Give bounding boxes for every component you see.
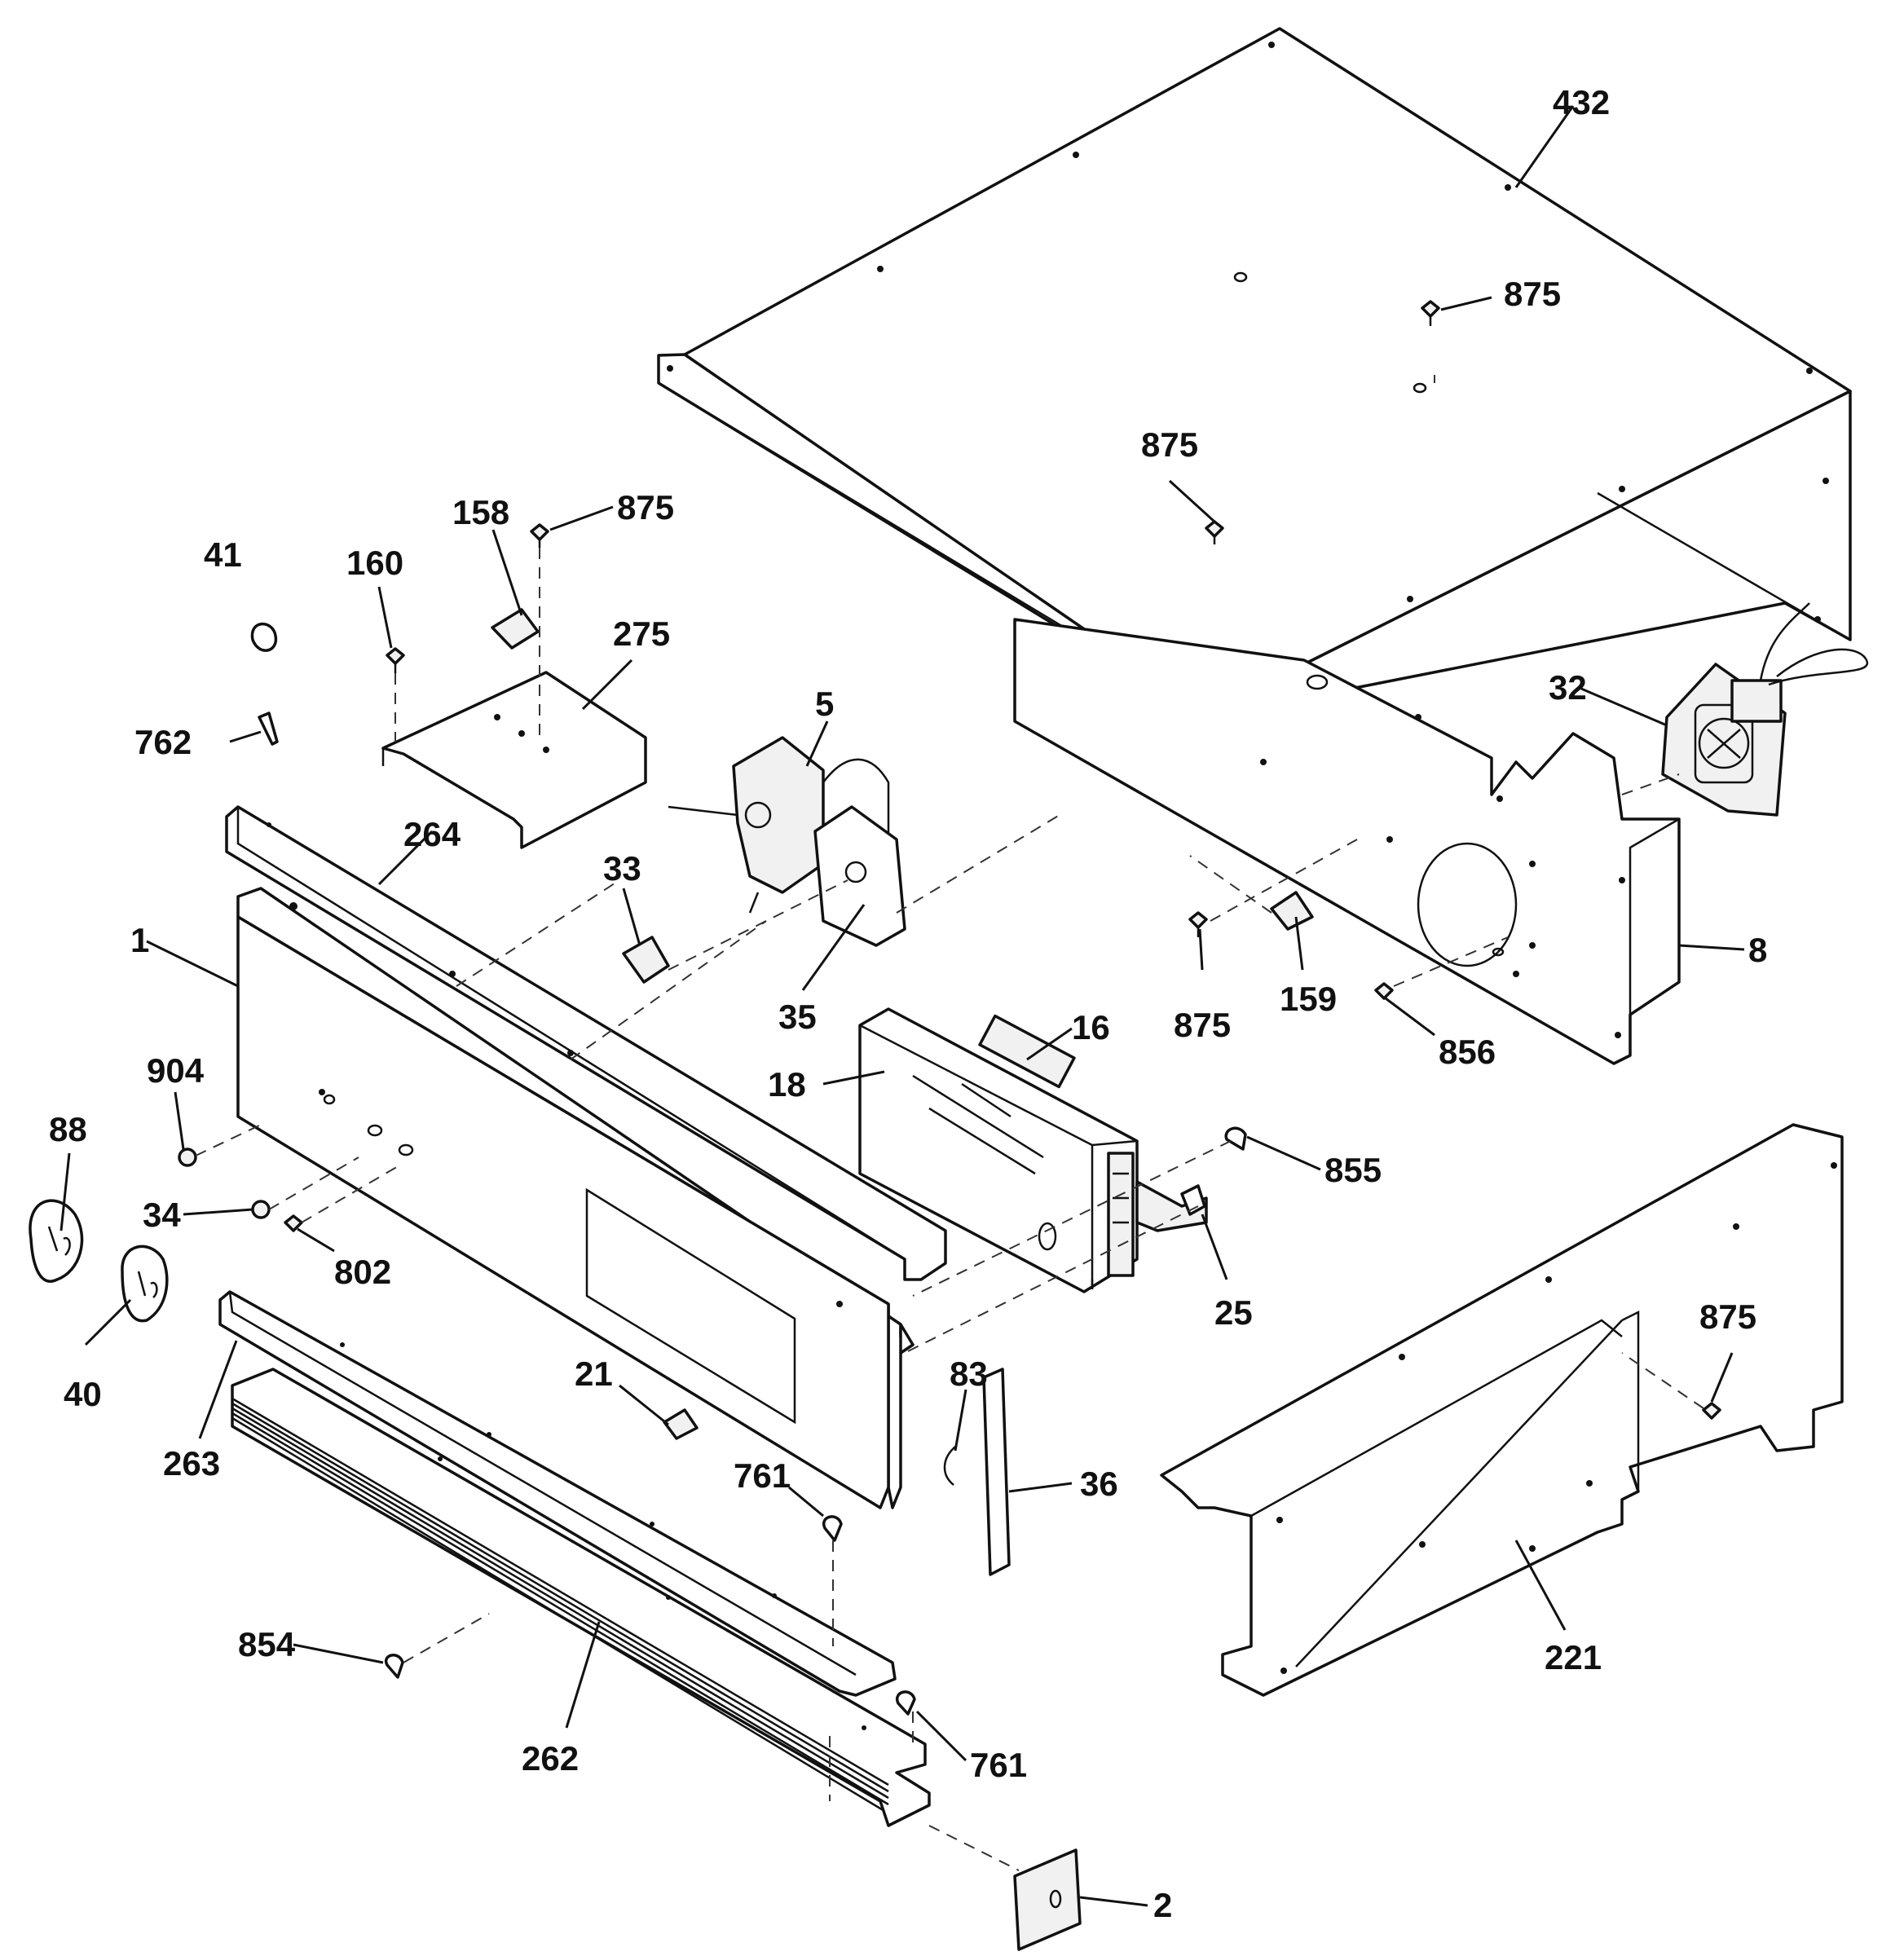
callout-762: 762 <box>134 723 192 761</box>
callout-264: 264 <box>403 815 461 853</box>
assembly-lines <box>195 375 1704 1871</box>
vent-grille-262 <box>231 1368 931 1827</box>
callout-761-top: 761 <box>734 1456 791 1495</box>
knob-40 <box>121 1245 169 1323</box>
callout-16: 16 <box>1072 1008 1110 1046</box>
callout-855: 855 <box>1324 1151 1382 1189</box>
callout-18: 18 <box>768 1065 806 1104</box>
callout-854: 854 <box>238 1625 296 1663</box>
screw-875-bracket <box>530 523 549 548</box>
callout-875-right: 875 <box>1699 1297 1756 1336</box>
screw-160 <box>386 647 405 673</box>
callout-8: 8 <box>1748 931 1767 969</box>
callout-263: 263 <box>163 1444 220 1482</box>
screw-802 <box>284 1214 303 1232</box>
screw-875-right <box>1702 1402 1721 1420</box>
screw-856 <box>1374 982 1394 1000</box>
callout-875-center: 875 <box>1141 425 1198 464</box>
timer-35 <box>813 805 906 947</box>
screw-904 <box>178 1148 197 1167</box>
screw-875-top <box>1421 300 1440 326</box>
callout-160: 160 <box>346 544 403 582</box>
callout-32: 32 <box>1549 668 1587 707</box>
callout-221: 221 <box>1545 1638 1602 1676</box>
screw-761-bottom <box>895 1690 916 1716</box>
trim-strip-36 <box>982 1368 1011 1576</box>
callout-40: 40 <box>64 1375 102 1413</box>
callout-33: 33 <box>603 849 641 888</box>
callout-21: 21 <box>575 1355 613 1393</box>
knob-88 <box>29 1199 84 1283</box>
thermostat-158 <box>491 608 540 650</box>
callout-41: 41 <box>204 535 242 574</box>
switch-33 <box>622 936 670 984</box>
fan-assembly-32 <box>1661 602 1869 817</box>
screw-855 <box>1224 1126 1247 1151</box>
callout-262: 262 <box>522 1739 579 1778</box>
callout-159: 159 <box>1280 980 1337 1018</box>
callout-761-bottom: 761 <box>970 1746 1027 1784</box>
callout-36: 36 <box>1080 1465 1118 1503</box>
callout-158: 158 <box>452 493 509 531</box>
thermostat-159 <box>1270 891 1314 931</box>
callout-5: 5 <box>815 685 834 723</box>
callout-35: 35 <box>778 998 817 1036</box>
trim-263 <box>218 1290 897 1697</box>
side-panel-221 <box>1160 1123 1844 1697</box>
callout-25: 25 <box>1214 1293 1253 1332</box>
timer-bracket-275 <box>381 671 647 849</box>
callout-275: 275 <box>613 615 670 653</box>
callout-875-left: 875 <box>1174 1006 1231 1044</box>
callout-432: 432 <box>1553 83 1610 121</box>
leader-lines <box>60 105 1745 1907</box>
screw-762 <box>258 711 279 746</box>
top-cover-432 <box>657 27 1852 719</box>
screw-34 <box>251 1200 271 1219</box>
rear-panel-8 <box>1013 618 1681 1065</box>
bracket-25 <box>1180 1184 1206 1216</box>
callout-802: 802 <box>334 1253 391 1291</box>
screw-761-top <box>822 1515 843 1542</box>
screw-854 <box>384 1654 404 1679</box>
callout-875-bracket: 875 <box>617 488 674 526</box>
clip-83 <box>943 1446 956 1486</box>
control-bracket-264 <box>225 805 947 1281</box>
screw-875-center <box>1205 520 1224 544</box>
callout-34: 34 <box>143 1196 181 1234</box>
callout-904: 904 <box>147 1051 205 1090</box>
knob-41 <box>250 622 278 652</box>
control-panel-1 <box>236 887 915 1509</box>
callout-2: 2 <box>1153 1886 1172 1924</box>
clock-motor-5 <box>668 736 890 914</box>
callout-88: 88 <box>49 1110 87 1148</box>
indicator-light-21 <box>663 1408 699 1440</box>
screw-875-left <box>1188 911 1208 937</box>
callout-83: 83 <box>950 1355 988 1393</box>
callout-875-top: 875 <box>1504 275 1561 313</box>
callout-856: 856 <box>1439 1033 1496 1071</box>
callout-1: 1 <box>130 921 149 959</box>
end-cap-2 <box>1013 1848 1082 1951</box>
callout-labels: 432 875 875 158 875 41 160 275 762 5 32 … <box>49 83 1767 1924</box>
